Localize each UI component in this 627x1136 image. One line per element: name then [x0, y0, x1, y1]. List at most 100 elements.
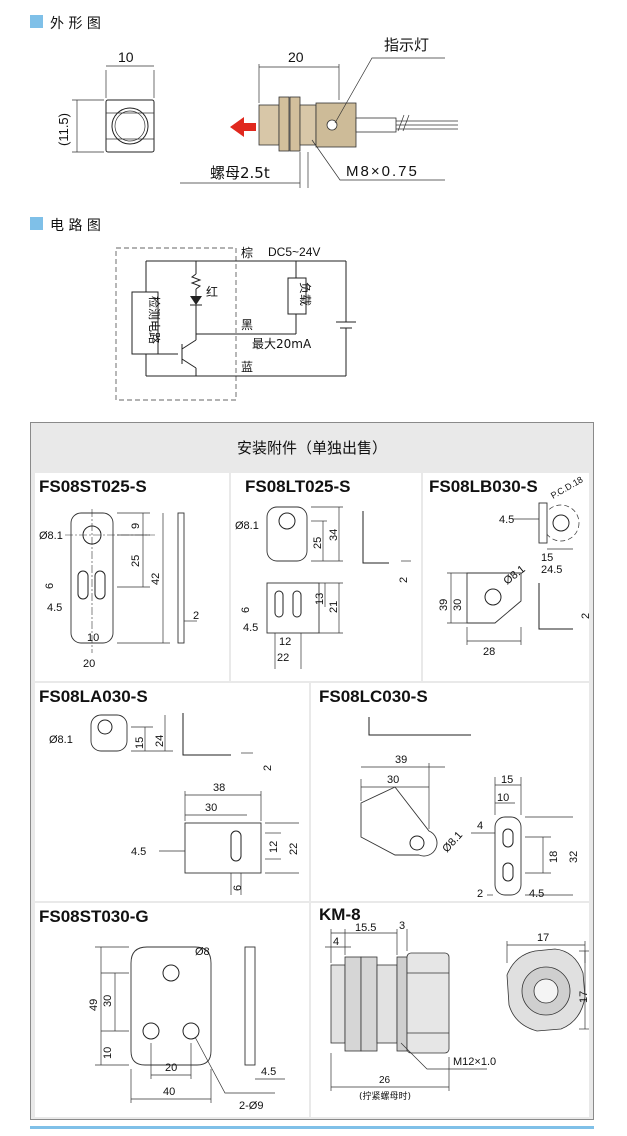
dim-text: Ø8.1 [235, 520, 259, 532]
brown-label: 棕 [241, 245, 253, 260]
outline-section: 外 形 图 10 (11.5) [0, 0, 627, 200]
section-marker-icon [30, 217, 43, 230]
accessory-model: FS08LA030-S [39, 687, 148, 706]
dim-text: 13 [314, 593, 326, 605]
accessory-drawing: Ø8.1 25 34 2 6 4.5 13 21 12 22 [235, 506, 411, 669]
nut-label: 螺母2.5t [210, 164, 270, 182]
max-current: 最大20mA [252, 337, 312, 351]
accessory-cell-fs08lc030s: FS08LC030-S 39 30 Ø8.1 15 10 4 [311, 683, 589, 901]
dim-text: 38 [213, 782, 225, 794]
dim-text: 12 [279, 636, 291, 648]
dim-text: 26 [379, 1075, 391, 1086]
dim-text: 24 [154, 735, 166, 747]
dim-text: 40 [163, 1086, 175, 1098]
dim-text: 17 [578, 991, 589, 1003]
dim-text: 22 [288, 843, 300, 855]
dim-text: 49 [88, 999, 100, 1011]
voltage-label: DC5~24V [268, 245, 320, 259]
dim-text: 2-Ø9 [239, 1100, 263, 1112]
dim-text: 4.5 [131, 846, 146, 858]
accessory-drawing: Ø8.1 15 24 2 38 30 4.5 12 22 6 [49, 713, 300, 895]
thread-label: M8×0.75 [346, 163, 419, 180]
indicator-label: 指示灯 [384, 36, 429, 54]
dim-text: 4.5 [47, 602, 62, 614]
dim-text: 18 [548, 851, 560, 863]
dim-text: 25 [312, 537, 324, 549]
detect-circuit-label: 检测电路 [147, 296, 162, 344]
dim-text: 39 [395, 754, 407, 766]
dim-text: Ø8.1 [440, 829, 465, 855]
accessory-cell-fs08st025s: FS08ST025-S Ø8.1 9 25 42 6 4.5 10 20 2 [35, 473, 229, 681]
accessory-cell-km8: KM-8 15.5 3 4 26 (拧紧螺母时) M [311, 903, 589, 1117]
dim-text: Ø8.1 [39, 530, 63, 542]
dim-text: 20 [165, 1062, 177, 1074]
accessory-cell-fs08st030g: FS08ST030-G Ø8 49 30 10 20 40 [35, 903, 309, 1117]
accessory-drawing: Ø8 49 30 10 20 40 4.5 2-Ø9 [88, 946, 285, 1112]
dim-text: 10 [102, 1047, 114, 1059]
circuit-diagram: 检测电路 红 黑 负载 棕 DC5~24V 最大20mA 蓝 [115, 245, 356, 401]
accessory-cell-fs08lb030s: FS08LB030-S P.C.D.18 4.5 15 24.5 Ø8.1 39… [423, 473, 589, 681]
accessory-model: FS08LB030-S [429, 477, 538, 496]
dim-text: 10 [87, 632, 99, 644]
accessory-model: FS08ST025-S [39, 477, 147, 496]
dim-text: 15.5 [355, 922, 376, 934]
circuit-section: 电 路 图 检测电路 红 黑 负载 [0, 208, 627, 408]
dim-text: 12 [268, 841, 280, 853]
dim-text: 2 [193, 610, 199, 622]
dim-text: Ø8 [195, 946, 210, 958]
dim-text: 2 [477, 888, 483, 900]
dim-text: 4.5 [243, 622, 258, 634]
dim-text: 28 [483, 646, 495, 658]
dim-length: 20 [288, 49, 304, 65]
dim-text: 39 [438, 599, 450, 611]
dim-text: 20 [83, 658, 95, 670]
dim-text: 2 [262, 765, 274, 771]
dim-text: 10 [497, 792, 509, 804]
accessory-model: KM-8 [319, 905, 361, 924]
black-label: 黑 [241, 318, 253, 332]
dim-text: 24.5 [541, 564, 562, 576]
dim-text: 3 [399, 920, 405, 932]
accessories-panel: 安装附件（单独出售） FS08ST025-S Ø8.1 9 25 42 6 4.… [30, 422, 594, 1120]
accessory-model: FS08LC030-S [319, 687, 428, 706]
detect-circuit-box [131, 291, 159, 355]
dim-text: 2 [398, 577, 410, 583]
accessories-header: 安装附件（单独出售） [236, 439, 387, 457]
accessory-drawing: Ø8.1 9 25 42 6 4.5 10 20 2 [39, 509, 199, 670]
dim-text: 15 [541, 552, 553, 564]
dim-text: 22 [277, 652, 289, 664]
dim-text: 15 [134, 737, 146, 749]
sensor-side-view [258, 96, 458, 152]
accessory-drawing: P.C.D.18 4.5 15 24.5 Ø8.1 39 30 28 2 [438, 474, 589, 658]
dim-height: (11.5) [56, 113, 71, 146]
dim-text: 4.5 [499, 514, 514, 526]
dim-text: 30 [387, 774, 399, 786]
dim-text: 32 [568, 851, 580, 863]
knurled-nut-front-view [506, 948, 586, 1032]
accessory-drawing: 15.5 3 4 26 (拧紧螺母时) M12×1.0 17 17 [325, 920, 589, 1102]
accessory-model: FS08ST030-G [39, 907, 149, 926]
load-box [287, 277, 307, 315]
dim-text: 17 [537, 932, 549, 944]
dim-text: 42 [150, 573, 162, 585]
section-marker-icon [30, 15, 43, 28]
dim-text: 30 [102, 995, 114, 1007]
dim-text: 6 [240, 607, 252, 613]
dim-text: 2 [580, 613, 589, 619]
dim-text: 4.5 [529, 888, 544, 900]
dim-text: 21 [328, 601, 340, 613]
direction-arrow-icon [230, 117, 256, 137]
dim-text: (拧紧螺母时) [359, 1090, 411, 1102]
dim-text: 6 [232, 885, 244, 891]
load-label: 负载 [298, 282, 312, 306]
outline-heading: 外 形 图 [50, 16, 101, 32]
dim-text: 4 [333, 936, 339, 948]
dim-text: 4 [477, 820, 483, 832]
circuit-heading: 电 路 图 [50, 218, 101, 234]
dim-width: 10 [118, 49, 134, 65]
dim-text: 34 [328, 529, 340, 541]
dim-text: Ø8.1 [49, 734, 73, 746]
outline-drawing: 10 (11.5) 20 指示灯 [56, 36, 458, 188]
dim-text: 4.5 [261, 1066, 276, 1078]
dim-text: 9 [130, 523, 142, 529]
